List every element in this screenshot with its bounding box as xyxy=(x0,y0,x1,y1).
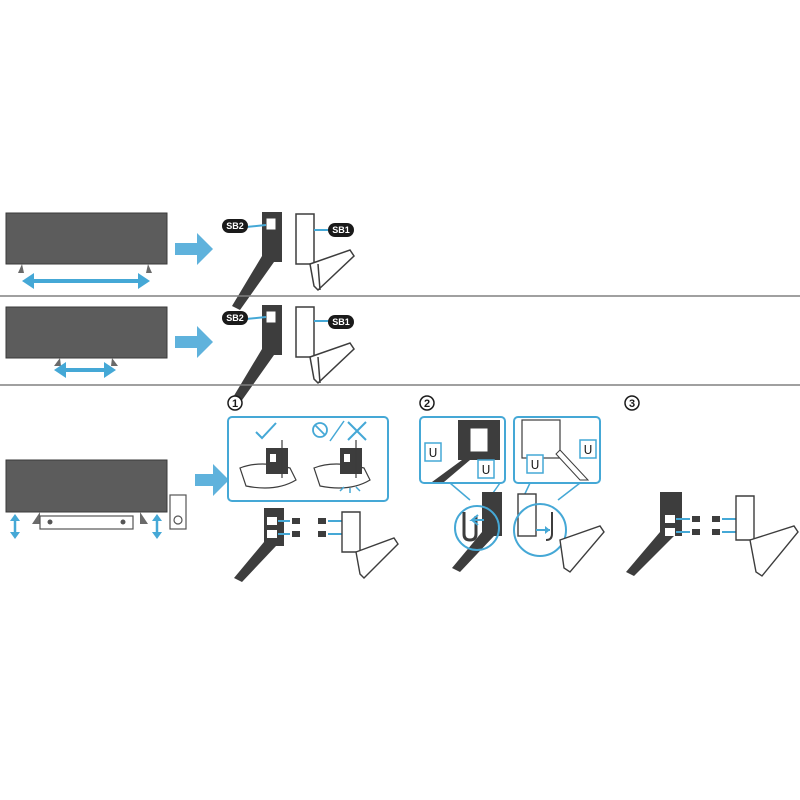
stand-left-sb2: SB2 xyxy=(222,212,282,310)
step-2-number: 2 xyxy=(424,398,430,410)
stand-right-sb1: SB1 xyxy=(295,213,355,292)
check-mark-icon xyxy=(255,422,277,440)
step-3: 3 xyxy=(624,395,799,577)
screw-arrows-right xyxy=(318,518,342,537)
step-1-number: 1 xyxy=(232,398,238,410)
u-label: U xyxy=(429,446,438,460)
next-step-arrow xyxy=(175,326,213,358)
stand-left-sb2: SB2 xyxy=(222,305,282,403)
stand-left-final xyxy=(626,492,682,576)
step-1: 1 xyxy=(227,395,399,582)
screw-arrows-left xyxy=(278,518,300,537)
stand-left-u-slot xyxy=(452,492,502,572)
stand-right-final xyxy=(735,495,799,577)
step-2: 2 U U U U xyxy=(419,395,605,573)
step-3-number: 3 xyxy=(629,398,635,410)
tv-illustration-wide xyxy=(5,212,168,273)
step-1-callout-box xyxy=(227,416,389,502)
stand-left-with-screws xyxy=(234,508,284,582)
stand-right-u-slot xyxy=(513,493,605,573)
sb1-label: SB1 xyxy=(332,317,350,327)
prohibited-cross-icon xyxy=(312,420,367,442)
next-step-arrow xyxy=(195,464,229,496)
tv-illustration-narrow xyxy=(5,306,168,366)
stand-right-sb1: SB1 xyxy=(295,306,355,385)
width-double-arrow xyxy=(54,362,116,378)
row-wide-position: SB2 SB1 xyxy=(5,212,355,310)
screw-arrows-step3-left xyxy=(676,516,700,535)
height-arrow-left xyxy=(10,514,20,539)
stand-right-with-screws xyxy=(341,511,399,579)
u-label: U xyxy=(531,458,540,472)
next-step-arrow xyxy=(175,233,213,265)
screw-arrows-step3-right xyxy=(712,516,736,535)
row-narrow-position: SB2 SB1 xyxy=(5,305,355,403)
sb2-label: SB2 xyxy=(226,313,244,323)
sb2-label: SB2 xyxy=(226,221,244,231)
tv-illustration-soundbar xyxy=(5,459,187,539)
u-label: U xyxy=(584,443,593,457)
u-label: U xyxy=(482,463,491,477)
soundbar xyxy=(39,515,134,530)
sb1-label: SB1 xyxy=(332,225,350,235)
width-double-arrow xyxy=(22,273,150,289)
hand-holding-bracket-incorrect xyxy=(313,440,371,493)
hand-holding-bracket-correct xyxy=(239,440,297,489)
height-arrow-right xyxy=(152,514,162,539)
row-soundbar-position: 1 xyxy=(5,395,799,582)
